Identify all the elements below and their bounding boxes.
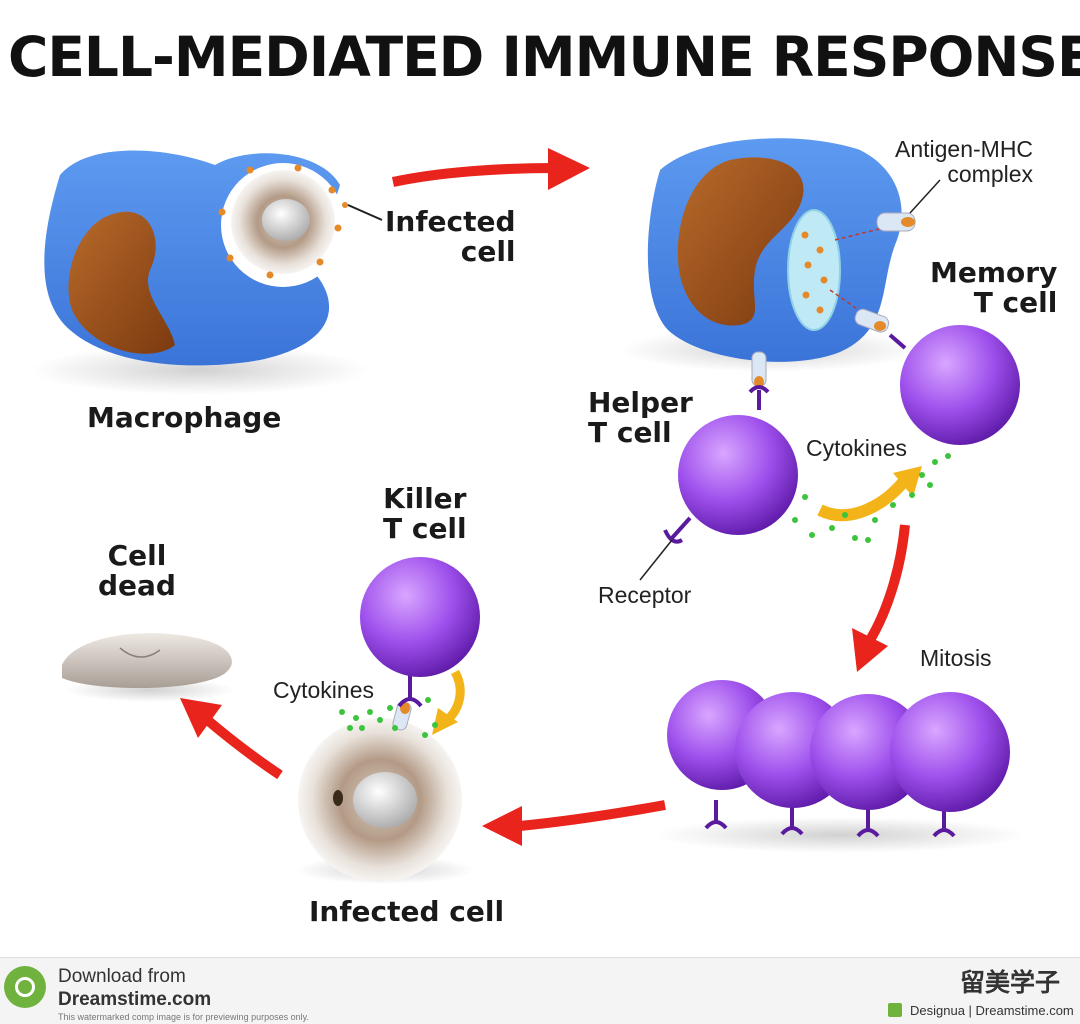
label-mitosis: Mitosis: [920, 645, 992, 671]
page-title: CELL-MEDIATED IMMUNE RESPONSE: [8, 25, 1080, 89]
download-from-text: Download from: [58, 966, 186, 987]
antigen-vesicle: [787, 209, 841, 331]
memory-t-cell: [900, 325, 1020, 445]
cytokine-arrow-right: [817, 476, 910, 522]
antigen-dots-top: [218, 164, 348, 279]
receptor-pointer: [639, 539, 673, 581]
helper-receptor-bottom: [663, 516, 692, 544]
apc-nucleus: [677, 157, 804, 326]
label-cytokines-right: Cytokines: [806, 435, 907, 461]
helper-t-cell: [678, 415, 798, 535]
dreamstime-logo-icon: [4, 966, 46, 1008]
killer-receptor: [397, 675, 423, 708]
mhc-antigen-top: [901, 217, 915, 227]
killer-t-cell: [360, 557, 480, 677]
mitosis-shadow: [655, 817, 1025, 853]
preview-notice: This watermarked comp image is for previ…: [58, 1012, 309, 1022]
arrow-to-apc: [391, 163, 556, 187]
memory-receptor-stalk: [888, 333, 907, 350]
arrow-to-mitosis: [865, 524, 910, 643]
label-cytokines-left: Cytokines: [273, 677, 374, 703]
arrow-to-cell-dead: [201, 714, 283, 780]
label-receptor: Receptor: [598, 582, 692, 608]
dead-cell-fold: [119, 647, 161, 658]
arrow-to-infected-cell-head: [482, 806, 522, 846]
arrow-to-mitosis-head: [852, 628, 888, 672]
dreamstime-small-icon: [888, 1003, 902, 1017]
mhc-antigen-memory: [874, 321, 886, 331]
cytokine-dots-right: [792, 453, 951, 543]
arrow-to-infected-cell: [519, 800, 666, 831]
label-macrophage: Macrophage: [87, 401, 282, 434]
macrophage-nucleus: [68, 211, 175, 354]
dead-cell: [62, 633, 232, 689]
macrophage-shadow: [30, 345, 370, 395]
helper-receptor-cup: [748, 385, 770, 394]
label-infected-cell-bottom: Infected cell: [309, 895, 505, 928]
infected-cell-granule: [333, 790, 343, 806]
cytokine-arrow-right-head: [893, 466, 922, 497]
cytokine-dots-left: [339, 697, 438, 738]
wechat-watermark: 留美学子: [959, 968, 1060, 997]
engulfed-cell-nucleus: [262, 199, 310, 241]
mitosis-t-cell-3: [810, 694, 926, 810]
vesicle-antigen-dots: [801, 231, 828, 314]
image-credit: Designua | Dreamstime.com: [910, 1003, 1074, 1018]
infected-cell-pointer: [347, 204, 383, 221]
antigen-mhc-pointer: [909, 179, 941, 214]
mhc-antigen-helper: [754, 376, 764, 388]
infected-cell-nucleus: [353, 772, 417, 828]
arrow-to-apc-head: [548, 148, 590, 190]
arrow-to-cell-dead-head: [180, 698, 222, 738]
dreamstime-site-link[interactable]: Dreamstime.com: [58, 989, 212, 1010]
mitosis-t-cell-4: [890, 692, 1010, 812]
watermark-footer: Download from Dreamstime.com This waterm…: [0, 957, 1080, 1024]
cytokine-arrow-left-head: [432, 708, 458, 735]
